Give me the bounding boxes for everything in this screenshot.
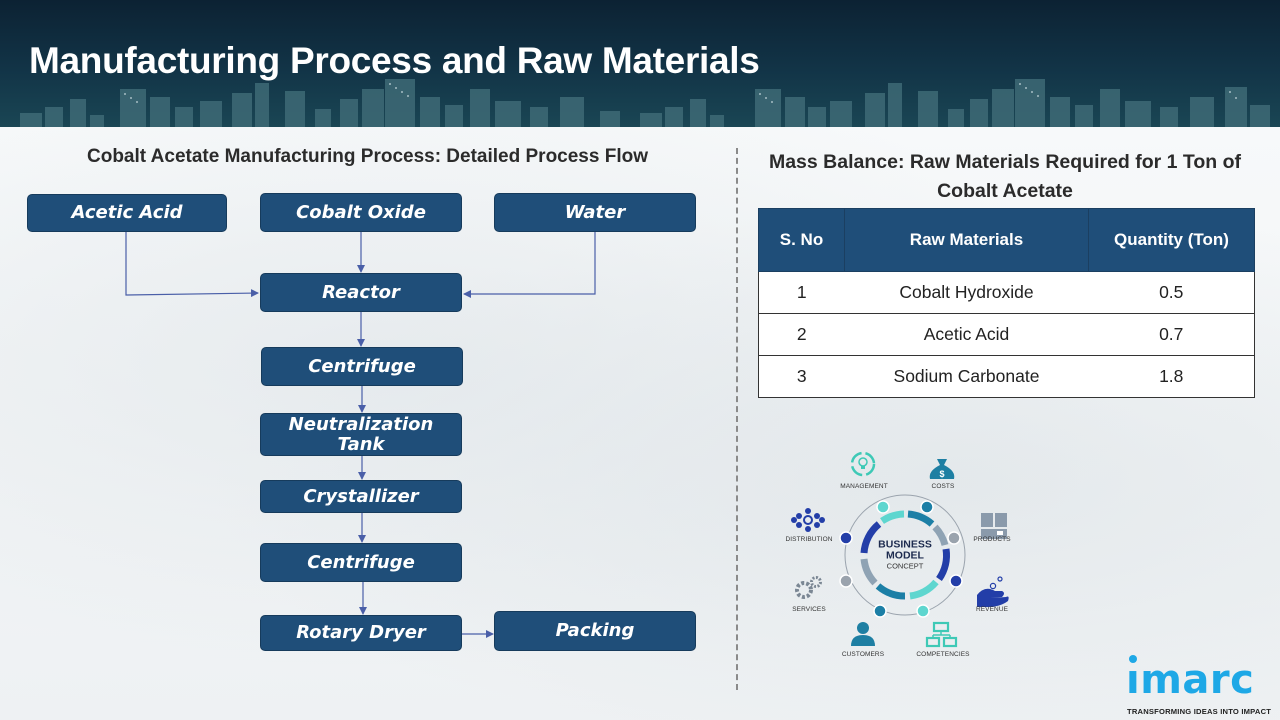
- section-divider: [736, 148, 738, 690]
- flow-node-cobalt-oxide: Cobalt Oxide: [260, 193, 462, 232]
- bm-label-products: PRODUCTS: [973, 536, 1011, 543]
- flow-node-centrifuge-1: Centrifuge: [261, 347, 463, 386]
- table-row: 2 Acetic Acid 0.7: [758, 313, 1255, 356]
- cell-raw-material: Sodium Carbonate: [844, 355, 1089, 398]
- cell-raw-material: Acetic Acid: [844, 313, 1089, 356]
- boxes-icon: [981, 513, 1007, 539]
- logo-tagline: TRANSFORMING IDEAS INTO IMPACT: [1127, 707, 1272, 716]
- bm-label-services: SERVICES: [792, 606, 826, 613]
- column-header-raw-materials: Raw Materials: [844, 208, 1089, 272]
- ring-node: [839, 574, 853, 588]
- ring-segment: [880, 510, 905, 524]
- bm-center-line3: CONCEPT: [886, 561, 924, 571]
- flow-node-rotary-dryer: Rotary Dryer: [260, 615, 462, 651]
- svg-text:$: $: [939, 469, 944, 479]
- bm-center-text: BUSINESS MODEL CONCEPT: [878, 538, 932, 571]
- ring-segment: [909, 579, 939, 600]
- imarc-logo: ımarc TRANSFORMING IDEAS INTO IMPACT: [1120, 652, 1280, 720]
- ring-node: [916, 604, 930, 618]
- logo-wordmark: ımarc: [1126, 657, 1255, 703]
- ring-node: [876, 500, 890, 514]
- table-row: 1 Cobalt Hydroxide 0.5: [758, 271, 1255, 314]
- ring-node: [949, 574, 963, 588]
- ring-segment: [875, 583, 906, 600]
- business-model-graphic: $: [780, 445, 1030, 665]
- flow-node-water: Water: [494, 193, 696, 232]
- header-banner: Manufacturing Process and Raw Materials: [0, 0, 1280, 127]
- cell-quantity: 1.8: [1088, 355, 1255, 398]
- bm-label-revenue: REVENUE: [975, 606, 1009, 613]
- table-header-row: S. No Raw Materials Quantity (Ton): [758, 208, 1255, 272]
- ring-node: [947, 531, 961, 545]
- cell-sno: 2: [758, 313, 845, 356]
- city-skyline-graphic: [20, 79, 1270, 127]
- column-header-quantity: Quantity (Ton): [1088, 208, 1255, 272]
- flow-node-reactor: Reactor: [260, 273, 462, 312]
- cell-quantity: 0.7: [1088, 313, 1255, 356]
- ring-node: [873, 604, 887, 618]
- ring-segment: [932, 524, 949, 547]
- bm-label-distribution: DISTRIBUTION: [785, 536, 833, 543]
- logo-dot: [1129, 655, 1137, 663]
- mass-balance-table: S. No Raw Materials Quantity (Ton) 1 Cob…: [758, 208, 1255, 398]
- bm-label-customers: CUSTOMERS: [841, 651, 885, 658]
- hand-coins-icon: [977, 576, 1009, 607]
- person-icon: [851, 622, 875, 646]
- flow-node-centrifuge-2: Centrifuge: [260, 543, 462, 582]
- bm-label-competencies: COMPETENCIES: [916, 651, 970, 658]
- column-header-sno: S. No: [758, 208, 845, 272]
- money-bag-icon: $: [929, 459, 955, 479]
- lightbulb-cycle-icon: [850, 451, 876, 477]
- cell-sno: 1: [758, 271, 845, 314]
- outer-ring: [844, 494, 966, 616]
- ring-segment: [860, 521, 882, 554]
- cell-quantity: 0.5: [1088, 271, 1255, 314]
- bm-label-management: MANAGEMENT: [840, 483, 888, 490]
- ring-segment: [936, 548, 950, 582]
- page-title: Manufacturing Process and Raw Materials: [29, 40, 760, 81]
- ring-segment: [907, 510, 935, 527]
- flow-node-neutralization-tank: Neutralization Tank: [260, 413, 462, 456]
- ring-node: [839, 531, 853, 545]
- ring-node: [920, 500, 934, 514]
- cell-raw-material: Cobalt Hydroxide: [844, 271, 1089, 314]
- hierarchy-icon: [925, 621, 958, 648]
- ring-segment: [860, 558, 878, 586]
- flow-node-packing: Packing: [494, 611, 696, 651]
- bm-label-costs: COSTS: [931, 483, 955, 490]
- mass-balance-title: Mass Balance: Raw Materials Required for…: [768, 151, 1242, 202]
- process-flow-title: Cobalt Acetate Manufacturing Process: De…: [87, 146, 648, 167]
- cell-sno: 3: [758, 355, 845, 398]
- bm-center-line2: MODEL: [886, 549, 924, 562]
- flow-node-acetic-acid: Acetic Acid: [27, 194, 227, 232]
- network-icon: [791, 508, 825, 532]
- flow-node-crystallizer: Crystallizer: [260, 480, 462, 513]
- table-row: 3 Sodium Carbonate 1.8: [758, 355, 1255, 398]
- gears-icon: [795, 576, 822, 599]
- bm-center-line1: BUSINESS: [878, 538, 932, 551]
